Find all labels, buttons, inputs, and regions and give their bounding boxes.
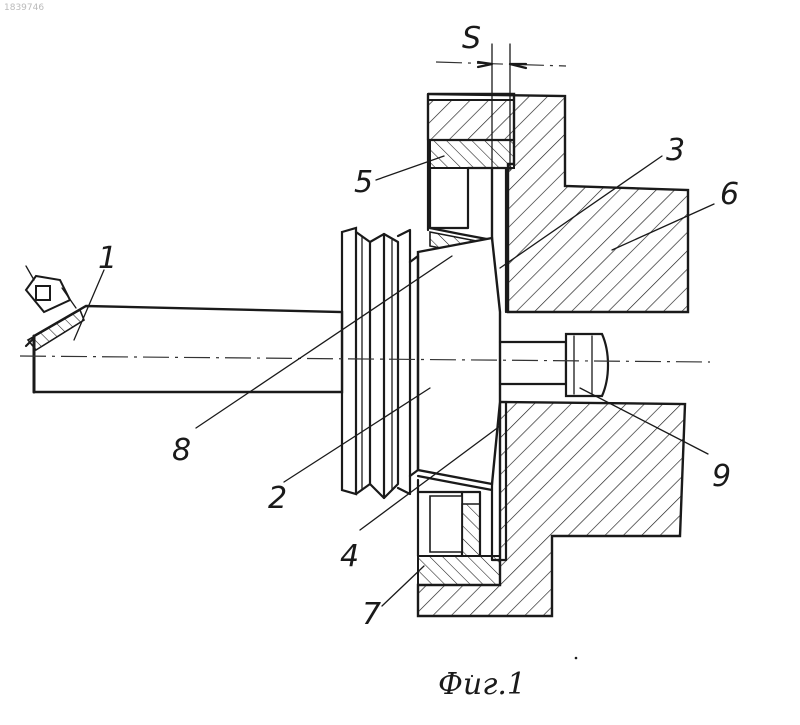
cone-part-2: [418, 238, 500, 484]
label-8: 8: [172, 433, 191, 468]
label-3: 3: [666, 133, 685, 168]
label-9: 9: [712, 459, 731, 494]
dimension-label: S: [462, 21, 481, 56]
grooved-pulley: [342, 228, 418, 498]
ring-part-5: [430, 140, 514, 258]
label-6: 6: [720, 177, 739, 212]
label-2: 2: [268, 481, 287, 516]
label-1: 1: [98, 241, 117, 276]
tool-shank-part-1: [26, 266, 342, 392]
speck: [575, 657, 578, 660]
figure-caption: Фиг.1: [438, 667, 526, 702]
pin-part-9: [500, 334, 608, 396]
label-4: 4: [340, 539, 359, 574]
document-number: 1839746: [4, 3, 44, 13]
label-7: 7: [362, 597, 381, 632]
ring-part-7: [418, 476, 500, 585]
label-5: 5: [354, 165, 373, 200]
